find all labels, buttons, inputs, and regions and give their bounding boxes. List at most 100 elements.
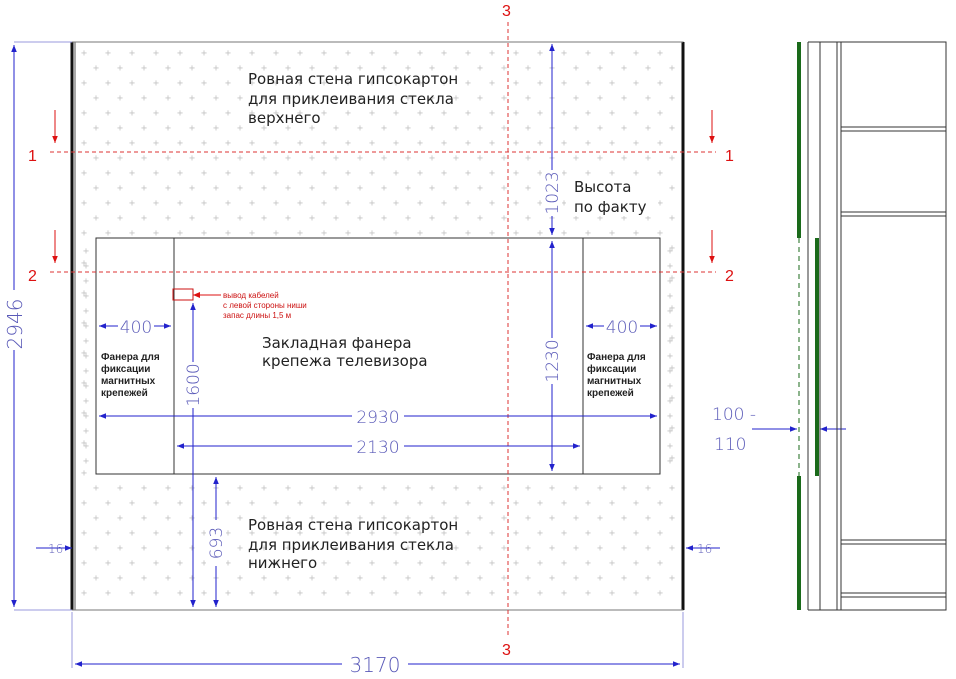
- hatch-plus: +: [129, 198, 135, 209]
- hatch-plus: +: [333, 573, 339, 584]
- hatch-plus: +: [189, 93, 195, 104]
- hatch-plus: +: [357, 153, 363, 164]
- hatch-plus: +: [83, 426, 89, 437]
- hatch-plus: +: [369, 108, 375, 119]
- hatch-plus: +: [429, 213, 435, 224]
- hatch-plus: +: [129, 138, 135, 149]
- hatch-plus: +: [381, 513, 387, 524]
- hatch-plus: +: [105, 168, 111, 179]
- hatch-plus: +: [657, 588, 663, 599]
- hatch-plus: +: [393, 78, 399, 89]
- hatch-plus: +: [333, 543, 339, 554]
- hatch-plus: +: [117, 183, 123, 194]
- dim-bottom-offset: 693: [207, 527, 227, 559]
- hatch-plus: +: [405, 153, 411, 164]
- hatch-plus: +: [81, 468, 87, 479]
- hatch-plus: +: [669, 243, 675, 254]
- hatch-plus: +: [237, 573, 243, 584]
- hatch-plus: +: [489, 498, 495, 509]
- hatch-plus: +: [417, 78, 423, 89]
- hatch-plus: +: [333, 123, 339, 134]
- hatch-plus: +: [297, 138, 303, 149]
- hatch-plus: +: [249, 588, 255, 599]
- hatch-plus: +: [345, 78, 351, 89]
- hatch-plus: +: [561, 78, 567, 89]
- hatch-plus: +: [261, 183, 267, 194]
- hatch-plus: +: [369, 228, 375, 239]
- hatch-plus: +: [225, 108, 231, 119]
- hatch-plus: +: [105, 498, 111, 509]
- hatch-plus: +: [201, 198, 207, 209]
- hatch-plus: +: [357, 123, 363, 134]
- hatch-plus: +: [393, 48, 399, 59]
- hatch-plus: +: [669, 273, 675, 284]
- hatch-plus: +: [405, 573, 411, 584]
- hatch-plus: +: [513, 138, 519, 149]
- hatch-plus: +: [453, 573, 459, 584]
- hatch-plus: +: [297, 498, 303, 509]
- bottom-wall-line1: Ровная стена гипсокартон: [248, 516, 458, 534]
- hatch-plus: +: [537, 78, 543, 89]
- hatch-plus: +: [345, 558, 351, 569]
- hatch-plus: +: [465, 198, 471, 209]
- hatch-plus: +: [321, 528, 327, 539]
- hatch-plus: +: [561, 48, 567, 59]
- hatch-plus: +: [537, 498, 543, 509]
- section-3-bottom: 3: [502, 642, 511, 659]
- hatch-plus: +: [177, 78, 183, 89]
- hatch-plus: +: [667, 306, 673, 317]
- hatch-plus: +: [609, 228, 615, 239]
- hatch-plus: +: [633, 108, 639, 119]
- hatch-plus: +: [669, 183, 675, 194]
- hatch-plus: +: [465, 48, 471, 59]
- hatch-plus: +: [667, 246, 673, 257]
- left-plywood-line4: крепежей: [101, 388, 148, 399]
- hatch-plus: +: [321, 198, 327, 209]
- hatch-plus: +: [213, 213, 219, 224]
- hatch-plus: +: [525, 123, 531, 134]
- hatch-plus: +: [117, 513, 123, 524]
- hatch-plus: +: [669, 93, 675, 104]
- hatch-plus: +: [549, 543, 555, 554]
- hatch-plus: +: [441, 198, 447, 209]
- hatch-plus: +: [297, 168, 303, 179]
- hatch-plus: +: [177, 228, 183, 239]
- hatch-plus: +: [249, 108, 255, 119]
- hatch-plus: +: [667, 441, 673, 452]
- hatch-plus: +: [621, 153, 627, 164]
- hatch-plus: +: [513, 498, 519, 509]
- hatch-plus: +: [501, 153, 507, 164]
- hatch-plus: +: [273, 228, 279, 239]
- hatch-plus: +: [189, 153, 195, 164]
- hatch-plus: +: [249, 78, 255, 89]
- hatch-plus: +: [297, 198, 303, 209]
- dim-depth-line2: 110: [714, 435, 746, 455]
- hatch-plus: +: [561, 108, 567, 119]
- hatch-plus: +: [537, 588, 543, 599]
- hatch-plus: +: [609, 588, 615, 599]
- hatch-plus: +: [81, 438, 87, 449]
- hatch-plus: +: [667, 351, 673, 362]
- hatch-plus: +: [321, 48, 327, 59]
- hatch-plus: +: [345, 528, 351, 539]
- hatch-plus: +: [201, 558, 207, 569]
- hatch-plus: +: [321, 498, 327, 509]
- hatch-plus: +: [129, 78, 135, 89]
- hatch-plus: +: [381, 153, 387, 164]
- hatch-plus: +: [537, 168, 543, 179]
- hatch-plus: +: [525, 573, 531, 584]
- dim-inner-width: 2130: [356, 438, 399, 458]
- hatch-plus: +: [225, 48, 231, 59]
- hatch-plus: +: [261, 123, 267, 134]
- hatch-plus: +: [357, 93, 363, 104]
- section-2-left: 2: [28, 268, 37, 285]
- hatch-plus: +: [333, 63, 339, 74]
- dim-niche-height: 1230: [543, 339, 563, 382]
- hatch-plus: +: [129, 558, 135, 569]
- hatch-plus: +: [309, 123, 315, 134]
- dimension-texts: 2946 3170 2930 2130 400 400 1023 1230 16…: [3, 171, 756, 677]
- dim-top-gap: 1023: [543, 171, 563, 214]
- hatch-plus: +: [81, 318, 87, 329]
- hatch-plus: +: [273, 78, 279, 89]
- hatch-plus: +: [585, 228, 591, 239]
